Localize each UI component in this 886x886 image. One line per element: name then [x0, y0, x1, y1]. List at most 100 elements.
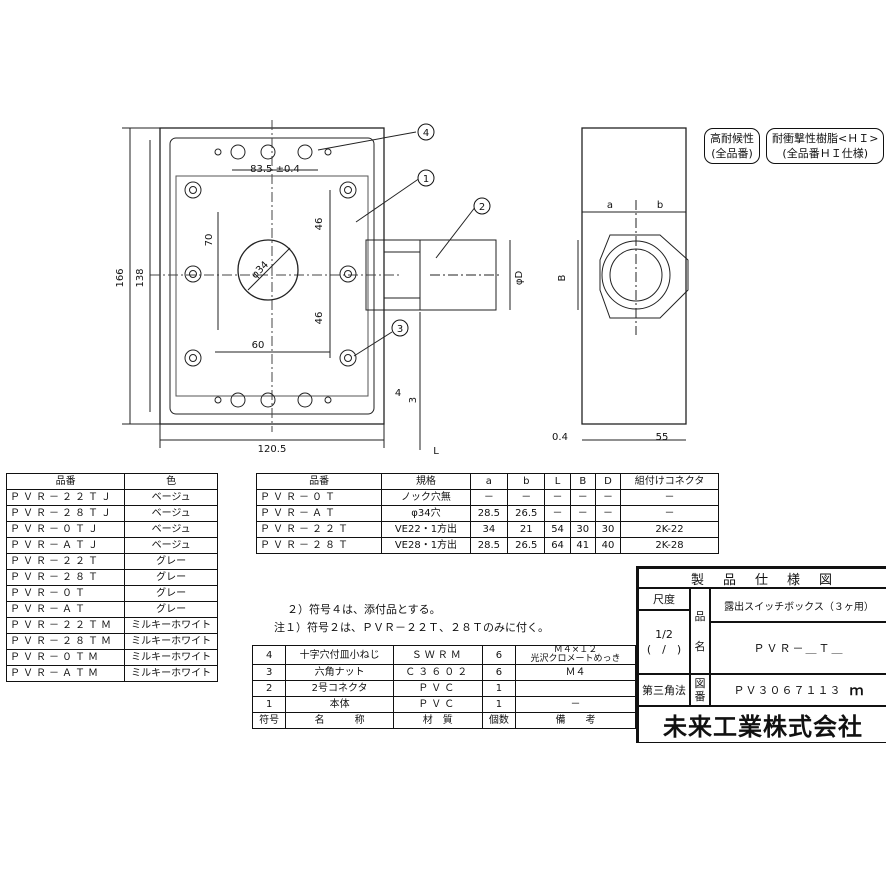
spec-cell: － — [507, 489, 546, 506]
spec-header: 規格 — [381, 473, 471, 490]
spec-cell: 2K-22 — [620, 521, 719, 538]
callout-1 — [417, 169, 435, 187]
color-cell: ＰＶＲ－２８Ｔ — [5, 569, 126, 586]
dim-3: 3 — [408, 397, 419, 403]
spec-cell: ＰＶＲ－ＡＴ — [255, 505, 383, 522]
impact-badge-line1: 耐衝撃性樹脂<ＨＩ> — [772, 132, 879, 145]
tb-projection: 第三角法 — [638, 674, 690, 706]
parts-cell: 十字穴付皿小ねじ — [285, 645, 394, 665]
spec-cell: 21 — [507, 521, 546, 538]
dim-b: b — [657, 200, 663, 211]
dim-60: 60 — [252, 340, 265, 351]
weather-badge-line1: 高耐候性 — [710, 132, 754, 145]
parts-header: 備 考 — [515, 712, 636, 729]
parts-cell — [515, 680, 636, 697]
note-2: ２）符号４は、添付品とする。 — [287, 603, 441, 616]
spec-cell: 34 — [469, 521, 509, 538]
dim-width-outer: 120.5 — [258, 444, 287, 455]
parts-header: 個数 — [481, 712, 517, 729]
spec-cell: 30 — [594, 521, 622, 538]
parts-cell: 3 — [251, 664, 287, 681]
color-cell: ベージュ — [124, 505, 218, 522]
color-cell: ＰＶＲ－２２Ｔ — [5, 553, 126, 570]
callout-3-label: 3 — [397, 324, 403, 335]
callout-4-label: 4 — [423, 128, 429, 139]
spec-cell: 26.5 — [507, 505, 546, 522]
parts-cell: Ｍ４×１２ 光沢クロメートめっき — [515, 645, 636, 665]
hex-nut — [599, 234, 689, 319]
dim-46-lower: 46 — [314, 312, 325, 325]
tb-scale: 1/2 ( / ) — [638, 610, 690, 674]
color-cell: グレー — [124, 585, 218, 602]
color-header: 色 — [124, 473, 218, 490]
color-cell: ベージュ — [124, 489, 218, 506]
dim-4: 4 — [395, 388, 401, 399]
spec-cell: － — [569, 489, 596, 506]
spec-cell: 54 — [544, 521, 571, 538]
dim-phiD: φD — [514, 271, 525, 286]
dim-hole: φ34 — [250, 260, 271, 281]
spec-cell: VE22・1方出 — [381, 521, 471, 538]
parts-cell: 4 — [251, 645, 287, 665]
spec-cell: φ34穴 — [381, 505, 471, 522]
spec-cell: VE28・1方出 — [381, 537, 471, 554]
tb-scale-sub: ( / ) — [646, 642, 682, 656]
parts-header: 符号 — [251, 712, 287, 729]
color-cell: ＰＶＲ－０ＴＭ — [5, 649, 126, 666]
tb-drawing-no: ＰＶ３０６７１１３ ｍ — [710, 674, 886, 706]
spec-header: B — [569, 473, 596, 490]
color-header: 品番 — [5, 473, 126, 490]
parts-cell: 2号コネクタ — [285, 680, 394, 697]
spec-cell: － — [544, 489, 571, 506]
spec-cell: ＰＶＲ－２８Ｔ — [255, 537, 383, 554]
parts-cell: 1 — [481, 696, 517, 713]
callout-1-label: 1 — [423, 174, 429, 185]
color-cell: ＰＶＲ－０Ｔ — [5, 585, 126, 602]
tb-scale-label: 尺度 — [638, 588, 690, 610]
mounting-bosses — [184, 144, 357, 408]
parts-cell: 本体 — [285, 696, 394, 713]
color-cell: ＰＶＲ－ＡＴＪ — [5, 537, 126, 554]
color-cell: ミルキーホワイト — [124, 665, 218, 682]
tb-drawing-no-text: ＰＶ３０６７１１３ — [733, 684, 842, 697]
spec-cell: － — [620, 505, 719, 522]
tb-product-name: 露出スイッチボックス（３ヶ用） — [710, 588, 886, 622]
spec-cell: 40 — [594, 537, 622, 554]
parts-cell: 1 — [481, 680, 517, 697]
note-1: 注１）符号２は、ＰＶＲ－２２Ｔ、２８Ｔのみに付く。 — [274, 621, 549, 634]
color-cell: ミルキーホワイト — [124, 649, 218, 666]
parts-cell: ＰＶＣ — [392, 696, 483, 713]
spec-header: 品番 — [255, 473, 383, 490]
spec-header: b — [507, 473, 546, 490]
tb-scale-value: 1/2 — [655, 627, 673, 641]
callout-3 — [391, 319, 409, 337]
mirai-logo-icon: ｍ — [849, 683, 865, 699]
tb-name-label-1: 品 — [694, 610, 706, 623]
spec-cell: ＰＶＲ－２２Ｔ — [255, 521, 383, 538]
parts-header: 材 質 — [392, 712, 483, 729]
dim-pitch: 83.5 ±0.4 — [250, 164, 300, 175]
spec-header: L — [544, 473, 571, 490]
spec-cell: 28.5 — [469, 537, 509, 554]
dim-46-upper: 46 — [314, 218, 325, 231]
spec-cell: 2K-28 — [620, 537, 719, 554]
parts-cell: ＰＶＣ — [392, 680, 483, 697]
callout-2-label: 2 — [479, 202, 485, 213]
tb-product-code: ＰＶＲ－＿Ｔ＿ — [710, 622, 886, 674]
color-cell: ベージュ — [124, 537, 218, 554]
impact-badge-line2: (全品番ＨＩ仕様) — [782, 147, 869, 160]
spec-cell: － — [544, 505, 571, 522]
